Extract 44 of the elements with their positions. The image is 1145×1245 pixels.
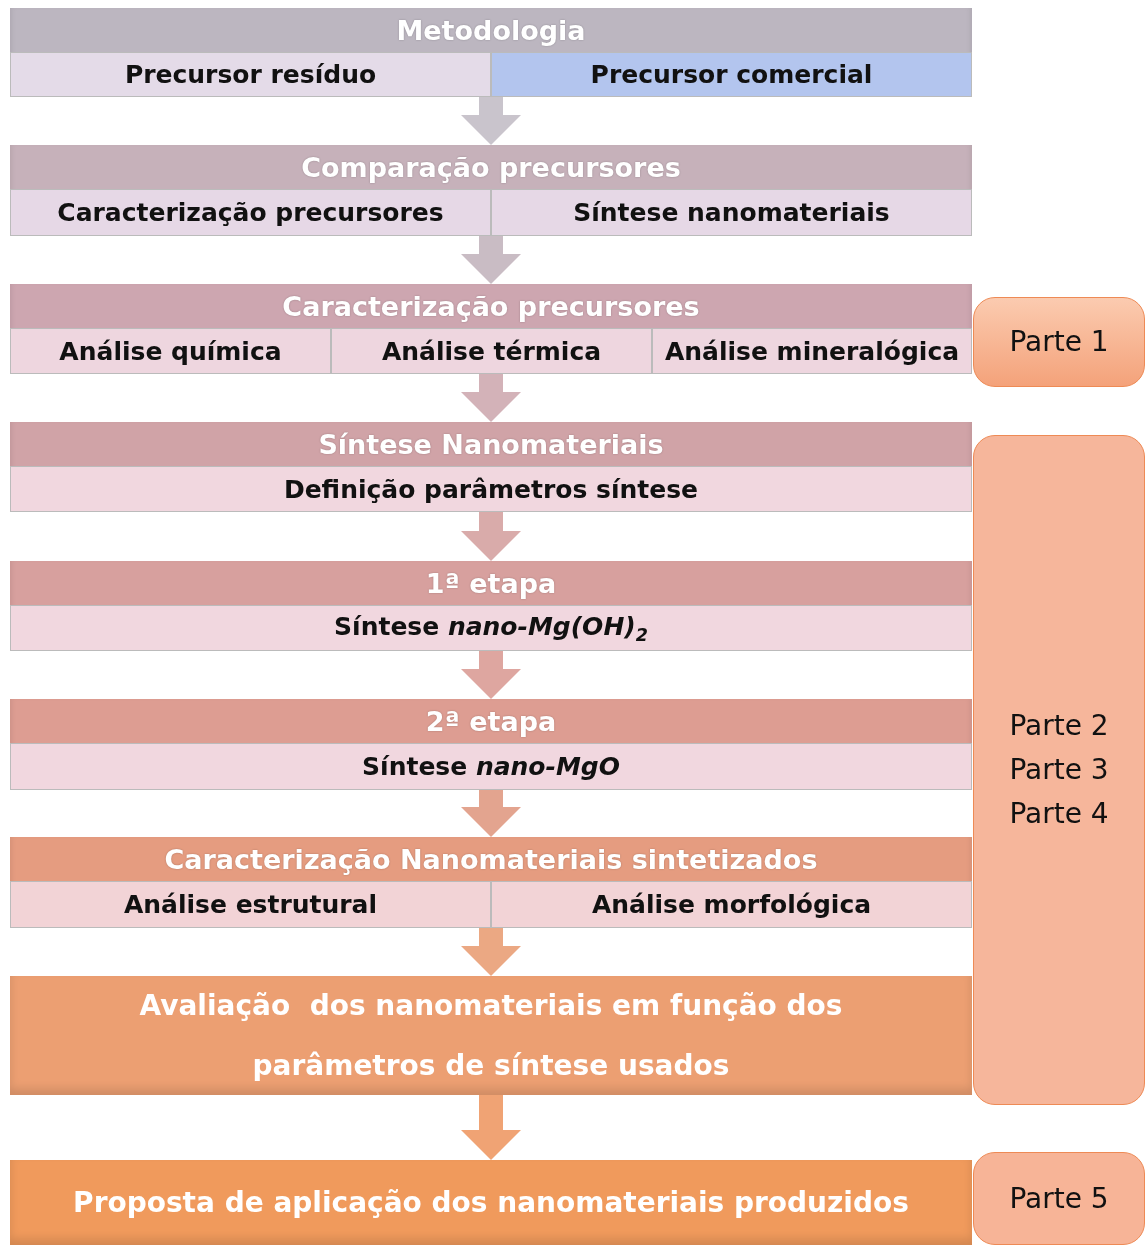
process-box: Síntese nano-Mg(OH)$_{2}$ — [10, 605, 972, 651]
process-box: Síntese nano-MgO — [10, 743, 972, 790]
process-box: Análise química — [10, 328, 331, 374]
band-title: 2ª etapa — [425, 705, 557, 737]
process-box: Proposta de aplicação dos nanomateriais produzidos — [10, 1160, 972, 1245]
stage-label: Parte 3 — [1009, 752, 1109, 788]
block-arrow — [461, 651, 521, 699]
band-title: Caracterização precursores — [282, 290, 700, 322]
block-arrow — [461, 236, 521, 284]
block-arrow — [461, 1095, 521, 1160]
process-band — [10, 699, 972, 790]
stage-box — [973, 297, 1145, 387]
process-band — [10, 837, 972, 928]
process-band — [10, 284, 972, 374]
process-box: Análise estrutural — [10, 881, 491, 928]
process-box: Síntese nanomateriais — [491, 189, 972, 236]
block-arrow — [461, 790, 521, 837]
band-title: Comparação precursores — [301, 151, 681, 183]
process-band — [10, 145, 972, 236]
stage-box — [973, 1152, 1145, 1245]
process-box: Análise morfológica — [491, 881, 972, 928]
process-band — [10, 8, 972, 97]
band-title: Síntese Nanomateriais — [318, 428, 664, 460]
block-arrow — [461, 928, 521, 976]
process-box: Análise térmica — [331, 328, 652, 374]
process-box: Caracterização precursores — [10, 189, 491, 236]
block-arrow — [461, 374, 521, 422]
process-band — [10, 561, 972, 651]
process-band — [10, 422, 972, 512]
process-box: Avaliação dos nanomateriais em função dos parâmetros de síntese usados — [10, 976, 972, 1095]
process-box: Análise mineralógica — [652, 328, 972, 374]
process-box: Precursor resíduo — [10, 52, 491, 97]
stage-label: Parte 4 — [1009, 796, 1109, 832]
stage-label: Parte 1 — [1009, 324, 1109, 360]
stage-box — [973, 435, 1145, 1105]
block-arrow — [461, 512, 521, 561]
stage-label: Parte 2 — [1009, 708, 1109, 744]
band-title: 1ª etapa — [425, 567, 557, 599]
process-box: Definição parâmetros síntese — [10, 466, 972, 512]
process-box: Precursor comercial — [491, 52, 972, 97]
band-title: Metodologia — [396, 14, 586, 46]
block-arrow — [461, 97, 521, 145]
stage-label: Parte 5 — [1009, 1180, 1109, 1217]
band-title: Caracterização Nanomateriais sintetizados — [164, 843, 818, 875]
